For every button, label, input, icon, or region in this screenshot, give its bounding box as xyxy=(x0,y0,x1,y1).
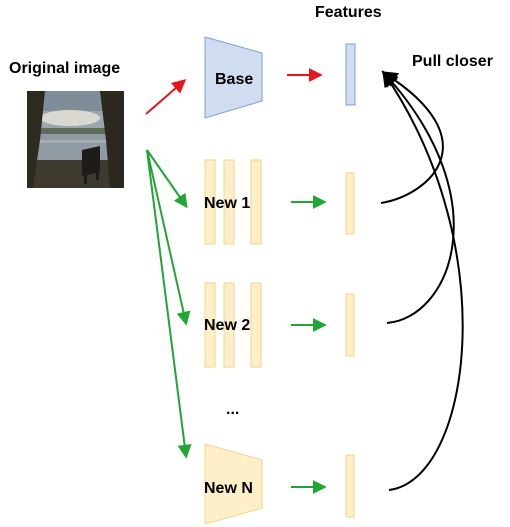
new1-feature-bar xyxy=(345,172,355,235)
base-feature-bar xyxy=(345,43,356,106)
original-image-photo xyxy=(27,91,124,188)
features-label: Features xyxy=(315,4,382,21)
original-image-label: Original image xyxy=(9,60,120,77)
pull-closer-arrows xyxy=(380,70,464,491)
new2-label: New 2 xyxy=(204,317,250,334)
newN-feature-bar xyxy=(345,454,355,518)
newN-label: New N xyxy=(204,480,253,497)
base-encoder xyxy=(204,36,263,119)
new1-encoder xyxy=(204,159,262,245)
new-to-feature-arrows xyxy=(291,195,327,494)
new2-encoder xyxy=(204,282,262,368)
image-to-new-arrows xyxy=(146,149,192,459)
new2-feature-bar xyxy=(345,293,355,357)
new1-label: New 1 xyxy=(204,195,250,212)
newN-encoder xyxy=(204,443,263,525)
image-to-base-arrow xyxy=(145,79,187,115)
base-label: Base xyxy=(215,71,253,88)
pull-closer-label: Pull closer xyxy=(412,53,493,70)
ellipsis: ... xyxy=(226,401,239,418)
